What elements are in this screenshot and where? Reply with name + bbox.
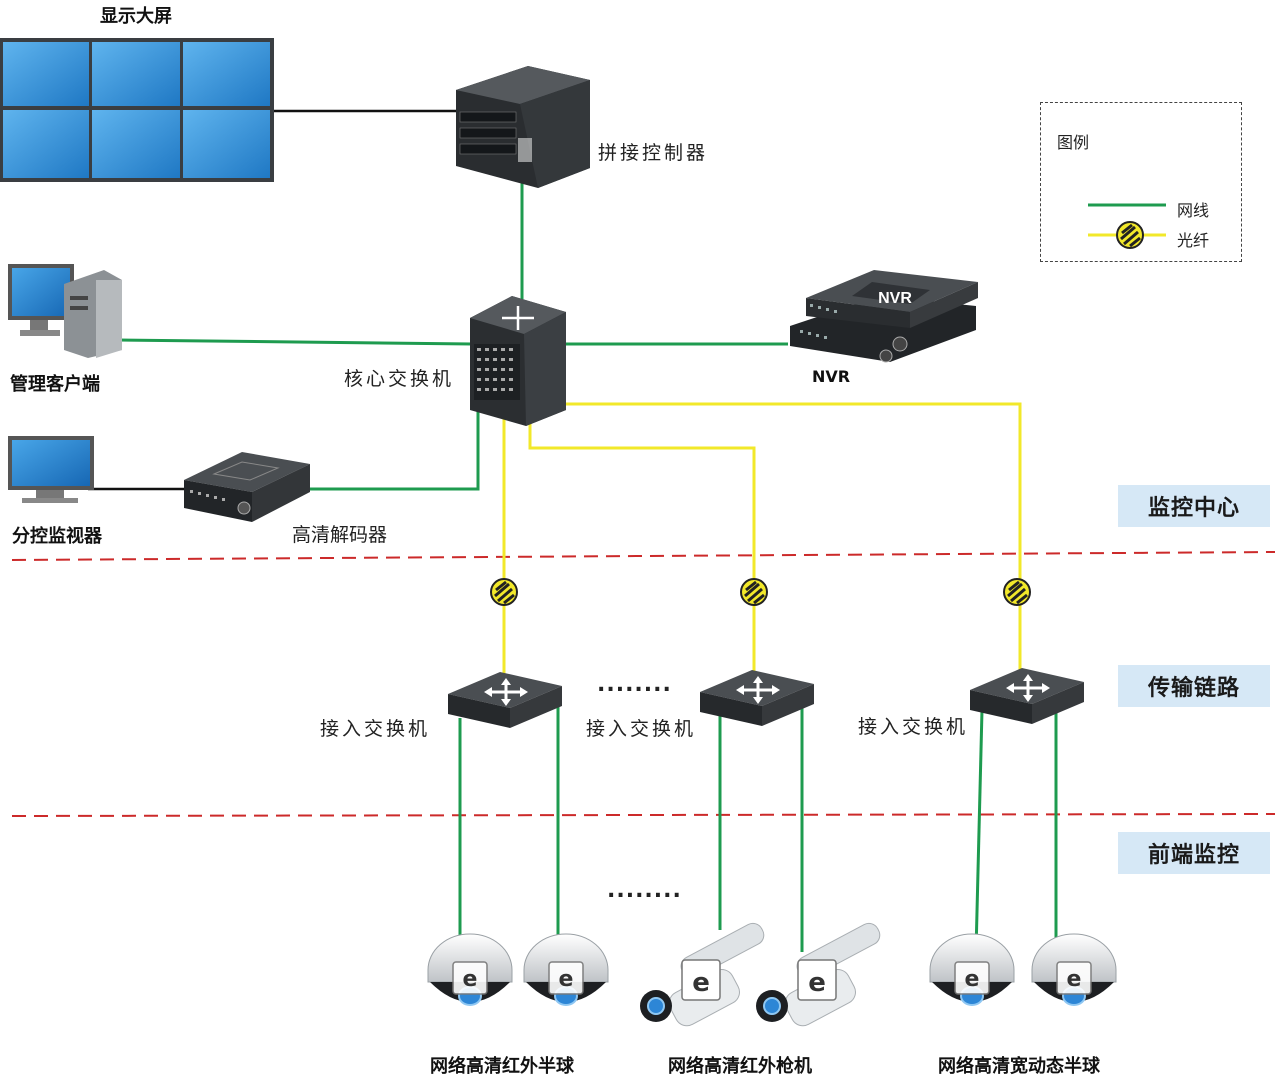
branch-monitor-label: 分控监视器	[12, 526, 102, 547]
core-switch-label: 核心交换机	[344, 368, 455, 390]
wdr-dome-camera-2	[1031, 933, 1117, 1006]
access-switch-device-2	[698, 668, 816, 728]
access-switch-label-1: 接入交换机	[320, 718, 431, 740]
core-switch-device	[470, 296, 566, 426]
fiber-marker-2	[739, 577, 769, 607]
ellipsis-switches: ........	[597, 672, 672, 697]
splice-controller-label: 拼接控制器	[598, 142, 709, 164]
ir-dome-camera-2	[523, 933, 609, 1006]
legend-box: 图例 网线 光纤	[1040, 102, 1242, 262]
nvr-device-text: NVR	[878, 290, 912, 307]
ir-dome-camera-1	[427, 933, 513, 1006]
legend-fiber-label: 光纤	[1177, 231, 1210, 250]
legend-network-label: 网线	[1177, 201, 1210, 220]
hd-decoder-device	[184, 452, 310, 522]
fiber-marker-3	[1002, 577, 1032, 607]
access-switch-label-3: 接入交换机	[858, 716, 969, 738]
splice-controller-device	[456, 66, 590, 188]
ir-bullet-camera-1	[639, 918, 769, 1031]
ir-bullet-camera-2	[755, 918, 885, 1031]
access-switch-device-1	[446, 670, 564, 730]
hd-decoder-label: 高清解码器	[292, 524, 388, 546]
ellipsis-cameras: ........	[607, 878, 682, 903]
management-client-pc	[8, 264, 122, 358]
zone-monitoring-center: 监控中心	[1118, 485, 1270, 527]
zone-transmission-link: 传输链路	[1118, 665, 1270, 707]
display-screen-label: 显示大屏	[100, 6, 172, 27]
optical-fibers	[502, 402, 1022, 688]
zone-frontend-monitoring: 前端监控	[1118, 832, 1270, 874]
nvr-label: NVR	[812, 367, 851, 386]
legend-title: 图例	[1057, 133, 1090, 152]
access-switch-label-2: 接入交换机	[586, 718, 697, 740]
network-cables-frontend	[458, 690, 1058, 953]
network-cables-center	[117, 183, 788, 491]
frontend-divider-line	[11, 813, 1276, 817]
access-switch-device-3	[968, 666, 1086, 726]
camera-group-label-2: 网络高清红外枪机	[668, 1056, 812, 1077]
management-client-label: 管理客户端	[10, 374, 100, 395]
camera-group-label-1: 网络高清红外半球	[430, 1056, 574, 1077]
display-screen-wall	[0, 38, 274, 182]
branch-monitor-device	[8, 436, 94, 503]
fiber-marker-1	[489, 577, 519, 607]
center-divider-line	[11, 551, 1276, 561]
wdr-dome-camera-1	[929, 933, 1015, 1006]
camera-group-label-3: 网络高清宽动态半球	[938, 1056, 1100, 1077]
nvr-device: NVR	[790, 270, 978, 363]
